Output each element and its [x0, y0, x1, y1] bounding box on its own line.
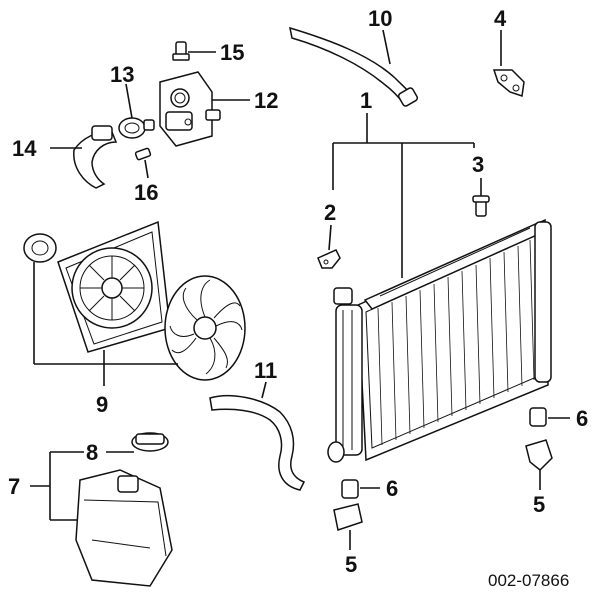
callout-10: 10 — [368, 6, 392, 31]
radiator-bracket-lower — [333, 503, 363, 531]
coolant-reservoir — [75, 469, 173, 587]
callout-2: 2 — [324, 200, 336, 225]
callout-13: 13 — [110, 62, 134, 87]
fan-shroud — [57, 220, 171, 353]
callout-9: 9 — [96, 392, 108, 417]
radiator — [327, 218, 552, 463]
callout-7: 7 — [8, 474, 20, 499]
document-number: 002-07866 — [488, 571, 569, 590]
drain-petcock — [472, 195, 490, 217]
callout-5-lower: 5 — [345, 552, 357, 577]
reservoir-cap — [131, 432, 169, 452]
callout-6-right: 6 — [576, 406, 588, 431]
bolt — [134, 147, 152, 161]
thermostat — [118, 117, 155, 139]
callout-16: 16 — [134, 180, 158, 205]
fan-blade — [164, 275, 246, 381]
callout-12: 12 — [254, 88, 278, 113]
radiator-bracket-upper — [317, 249, 341, 269]
callout-4: 4 — [494, 6, 507, 31]
radiator-insulator-right — [529, 407, 547, 427]
upper-radiator-hose — [289, 26, 419, 107]
callout-11: 11 — [254, 358, 277, 383]
callout-3: 3 — [472, 152, 484, 177]
hose-bracket — [492, 69, 525, 97]
callout-14: 14 — [12, 136, 37, 161]
fan-motor — [23, 233, 57, 263]
bypass-hose — [73, 125, 118, 189]
leader-lines — [30, 29, 570, 550]
callout-1: 1 — [360, 88, 372, 113]
callout-5-right: 5 — [533, 492, 545, 517]
lower-radiator-hose — [209, 394, 306, 491]
callout-8: 8 — [86, 440, 98, 465]
callout-6-lower: 6 — [386, 476, 398, 501]
thermostat-housing — [159, 71, 221, 147]
temperature-sensor — [172, 41, 190, 61]
callout-15: 15 — [220, 40, 244, 65]
radiator-insulator-lower — [341, 479, 359, 499]
callout-labels: 1 2 3 4 5 5 6 6 7 8 9 10 11 12 13 14 15 … — [8, 6, 588, 577]
radiator-bracket-right — [525, 439, 553, 472]
